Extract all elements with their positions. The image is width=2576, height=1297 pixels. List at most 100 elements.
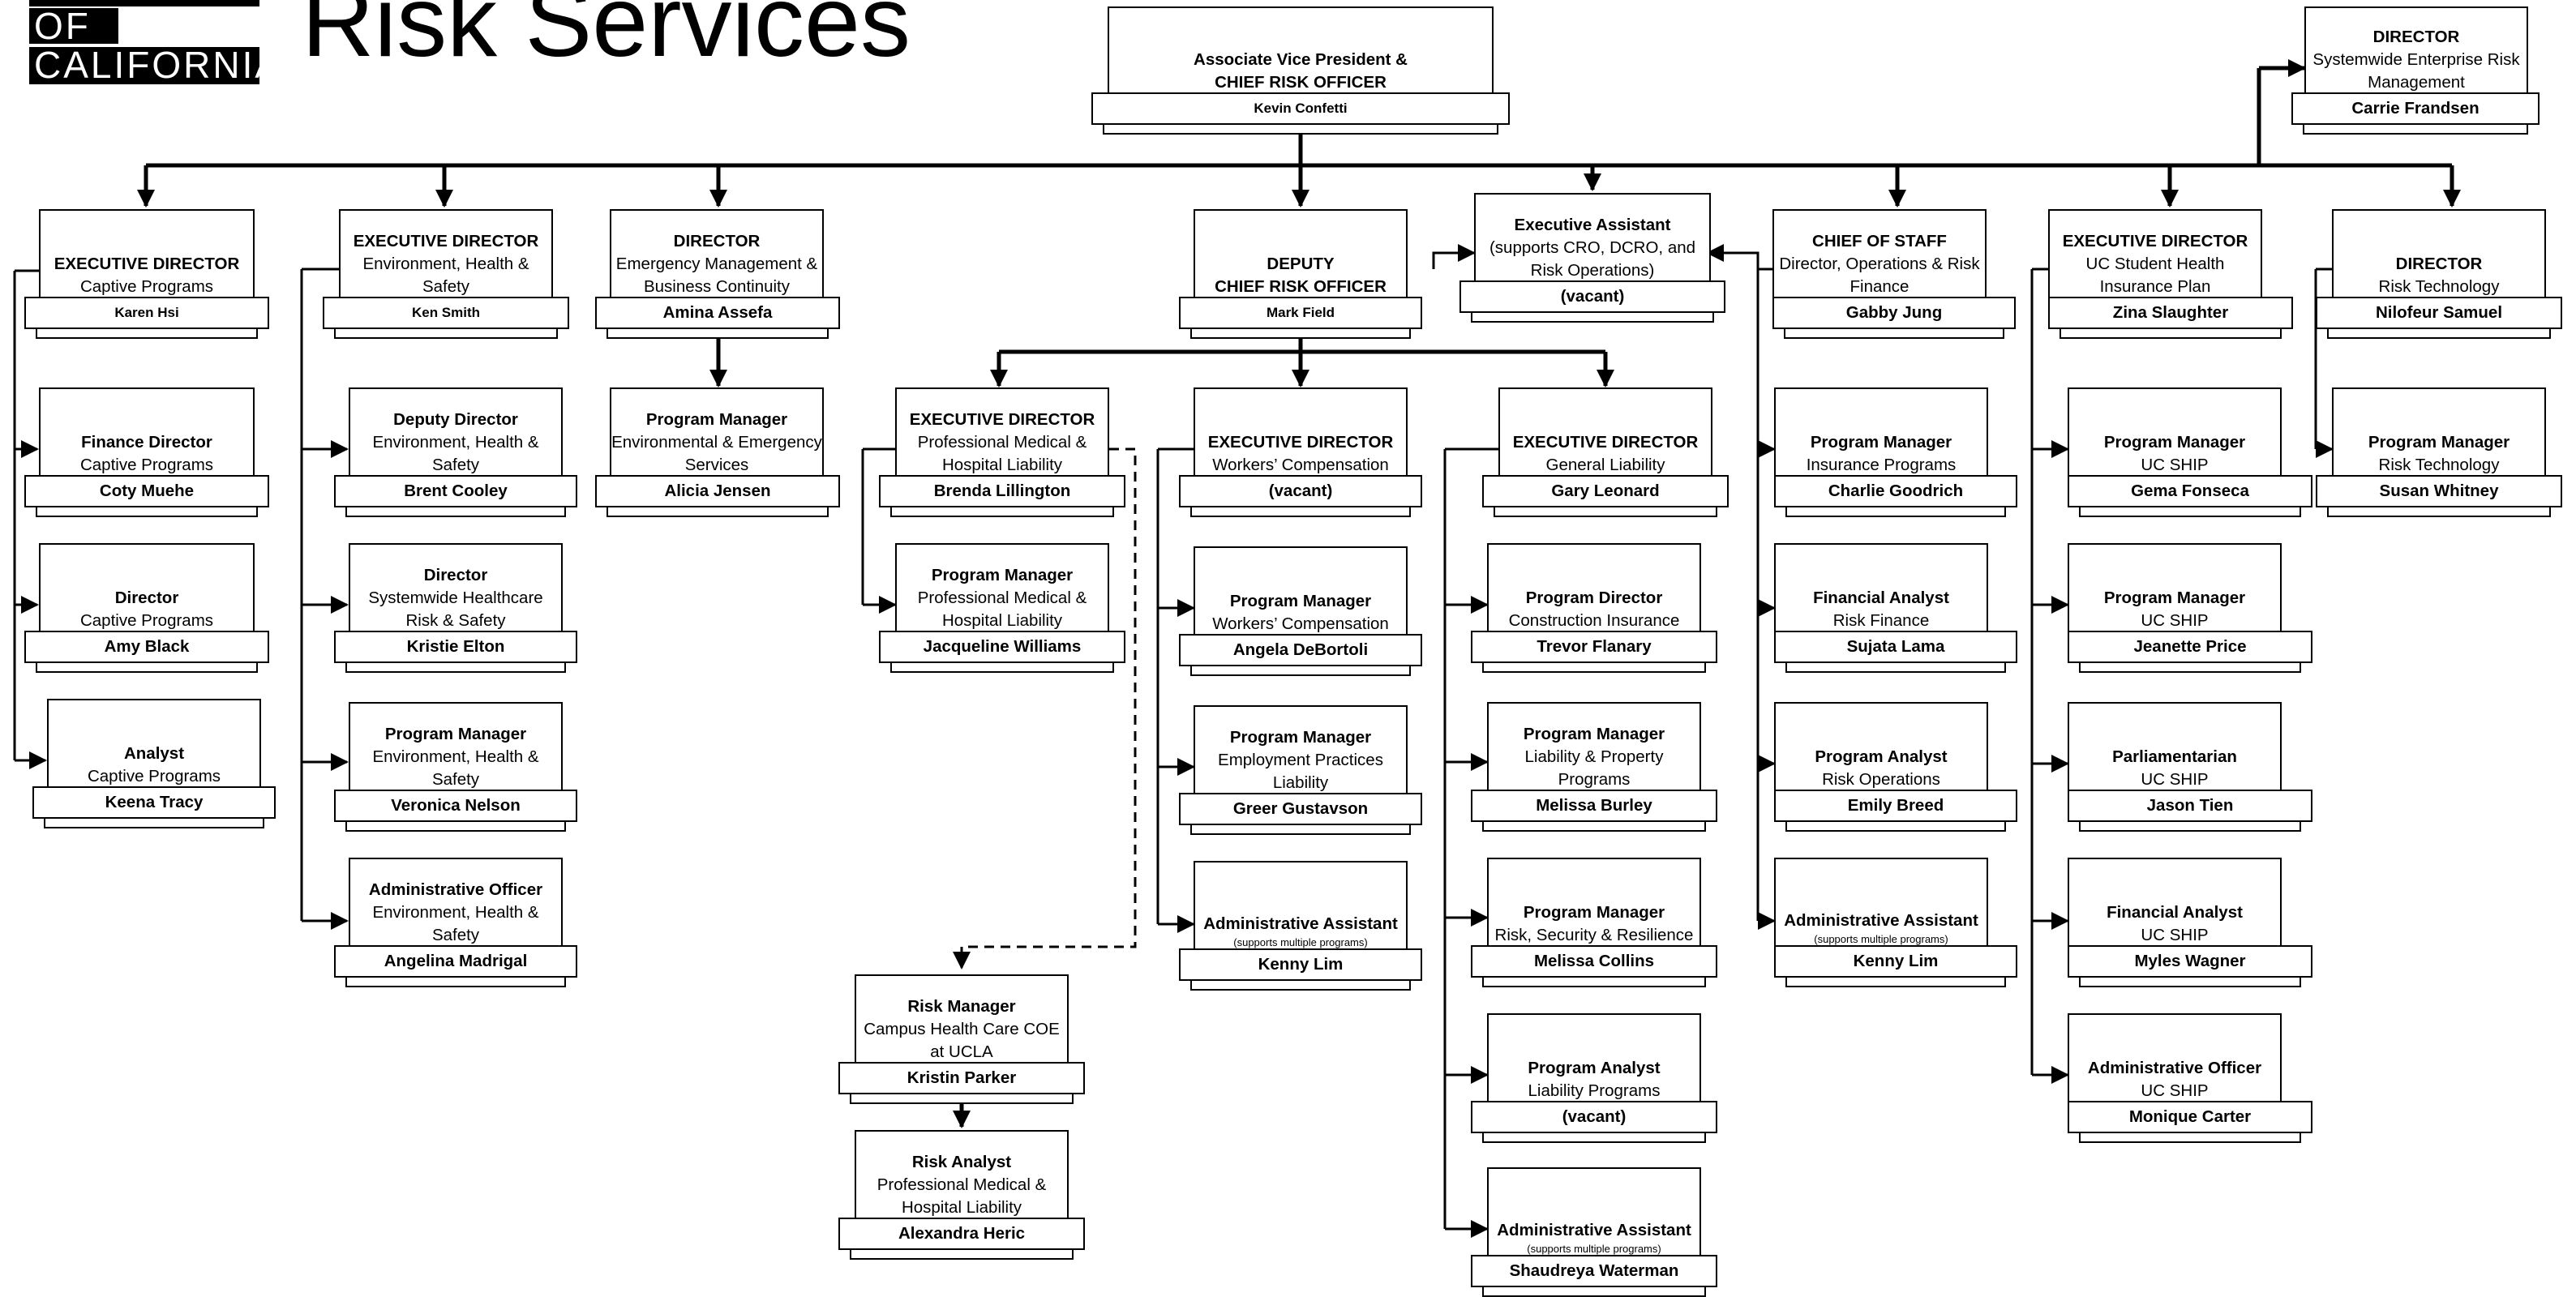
- person-name: Coty Muehe: [24, 475, 269, 507]
- name-plate-shadow: [345, 820, 566, 832]
- person-name: Kenny Lim: [1179, 948, 1422, 981]
- person-name: (vacant): [1471, 1101, 1717, 1133]
- name-plate-shadow: [345, 976, 566, 987]
- person-name: Sujata Lama: [1774, 631, 2017, 663]
- position-title: Program Analyst: [1815, 747, 1948, 766]
- name-plate-shadow: [1103, 123, 1498, 135]
- person-name: Gema Fonseca: [2068, 475, 2312, 507]
- person-name: Amy Black: [24, 631, 269, 663]
- person-name: Monique Carter: [2068, 1101, 2312, 1133]
- position-subtitle: Liability Programs: [1528, 1081, 1661, 1100]
- person-name: Kevin Confetti: [1091, 92, 1510, 125]
- name-plate-shadow: [1482, 661, 1706, 673]
- position-title: Program Manager: [1523, 903, 1665, 922]
- position-title: Program Manager: [1810, 433, 1952, 452]
- name-plate-shadow: [1784, 327, 2004, 339]
- position-subtitle: Professional Medical & Hospital Liabilit…: [877, 1175, 1047, 1217]
- person-name: Carrie Frandsen: [2291, 92, 2540, 125]
- name-plate-shadow: [606, 506, 829, 517]
- name-plate-shadow: [1190, 327, 1411, 339]
- person-name: Alexandra Heric: [838, 1218, 1085, 1250]
- logo-line-2: CALIFORNIA: [29, 46, 280, 84]
- position-subtitle: Workers’ Compensation: [1212, 456, 1389, 474]
- position-title: EXECUTIVE DIRECTOR: [1512, 433, 1699, 452]
- person-name: Angelina Madrigal: [334, 945, 577, 978]
- name-plate-shadow: [2079, 1132, 2301, 1143]
- position-subtitle: Environment, Health & Safety: [362, 255, 529, 296]
- position-subtitle: Construction Insurance: [1508, 611, 1680, 630]
- person-name: (vacant): [1179, 475, 1422, 507]
- person-name: Nilofeur Samuel: [2316, 297, 2562, 329]
- position-title: EXECUTIVE DIRECTOR: [54, 255, 240, 273]
- position-title: Program Manager: [384, 725, 527, 743]
- person-name: Amina Assefa: [595, 297, 840, 329]
- person-name: Susan Whitney: [2316, 475, 2562, 507]
- person-name: Gary Leonard: [1482, 475, 1729, 507]
- name-plate-shadow: [1471, 311, 1714, 323]
- position-subtitle: Environment, Health & Safety: [372, 747, 539, 789]
- position-title: DIRECTOR: [2372, 28, 2460, 46]
- position-title: Administrative Assistant: [1203, 914, 1398, 933]
- position-subtitle: UC SHIP: [2141, 770, 2209, 789]
- position-subtitle: Professional Medical & Hospital Liabilit…: [917, 589, 1087, 630]
- person-name: Alicia Jensen: [595, 475, 840, 507]
- position-title: Program Manager: [2103, 589, 2246, 607]
- person-name: Shaudreya Waterman: [1471, 1255, 1717, 1287]
- position-title: Administrative Assistant: [1784, 911, 1978, 930]
- position-title: Program Director: [1525, 589, 1663, 607]
- name-plate-shadow: [606, 327, 829, 339]
- name-plate-shadow: [1190, 979, 1411, 991]
- position-subtitle: Risk Technology: [2378, 456, 2500, 474]
- name-plate-shadow: [2079, 820, 2301, 832]
- name-plate-shadow: [1482, 820, 1706, 832]
- person-name: Keena Tracy: [32, 786, 276, 819]
- name-plate-shadow: [2079, 976, 2301, 987]
- position-subtitle: Risk Technology: [2378, 277, 2500, 296]
- position-subtitle: Workers’ Compensation: [1212, 614, 1389, 633]
- position-subtitle: Director, Operations & Risk Finance: [1779, 255, 1980, 296]
- name-plate-shadow: [36, 327, 258, 339]
- name-plate-shadow: [36, 661, 258, 673]
- name-plate-shadow: [2327, 506, 2551, 517]
- name-plate-shadow: [2060, 327, 2282, 339]
- person-name: Melissa Collins: [1471, 945, 1717, 978]
- position-subtitle: UC Student Health Insurance Plan: [2085, 255, 2225, 296]
- position-title: Administrative Assistant: [1497, 1221, 1691, 1239]
- person-name: Emily Breed: [1774, 790, 2017, 822]
- name-plate-shadow: [1482, 1286, 1706, 1297]
- name-plate-shadow: [850, 1093, 1074, 1104]
- position-title: CHIEF OF STAFF: [1812, 232, 1947, 250]
- position-title: Administrative Officer: [2087, 1059, 2262, 1077]
- position-title: DIRECTOR: [2395, 255, 2483, 273]
- name-plate-shadow: [1785, 506, 2006, 517]
- person-name: Jeanette Price: [2068, 631, 2312, 663]
- position-subtitle: Emergency Management & Business Continui…: [615, 255, 818, 296]
- position-subtitle: Insurance Programs: [1806, 456, 1957, 474]
- person-name: Kristie Elton: [334, 631, 577, 663]
- name-plate-shadow: [1785, 661, 2006, 673]
- position-subtitle: Environment, Health & Safety: [372, 903, 539, 944]
- position-title: Program Manager: [2103, 433, 2246, 452]
- position-title: Program Manager: [1523, 725, 1665, 743]
- position-subtitle: Systemwide Healthcare Risk & Safety: [368, 589, 543, 630]
- position-title: Director: [114, 589, 179, 607]
- position-title: Risk Analyst: [911, 1153, 1012, 1171]
- name-plate-shadow: [2079, 661, 2301, 673]
- name-plate-shadow: [890, 661, 1114, 673]
- position-title: EXECUTIVE DIRECTOR: [1207, 433, 1394, 452]
- position-title: Program Manager: [645, 410, 788, 429]
- name-plate-shadow: [890, 506, 1114, 517]
- person-name: Jason Tien: [2068, 790, 2312, 822]
- position-subtitle: CHIEF RISK OFFICER: [1215, 277, 1387, 296]
- name-plate-shadow: [36, 506, 258, 517]
- position-title: EXECUTIVE DIRECTOR: [2062, 232, 2248, 250]
- logo-line-1: OF: [29, 7, 118, 45]
- name-plate-shadow: [1482, 1132, 1706, 1143]
- position-subtitle: Campus Health Care COE at UCLA: [864, 1020, 1060, 1061]
- position-subtitle: Captive Programs: [79, 456, 214, 474]
- person-name: Melissa Burley: [1471, 790, 1717, 822]
- person-name: Kristin Parker: [838, 1062, 1085, 1094]
- name-plate-shadow: [1190, 665, 1411, 676]
- position-title: Financial Analyst: [1813, 589, 1949, 607]
